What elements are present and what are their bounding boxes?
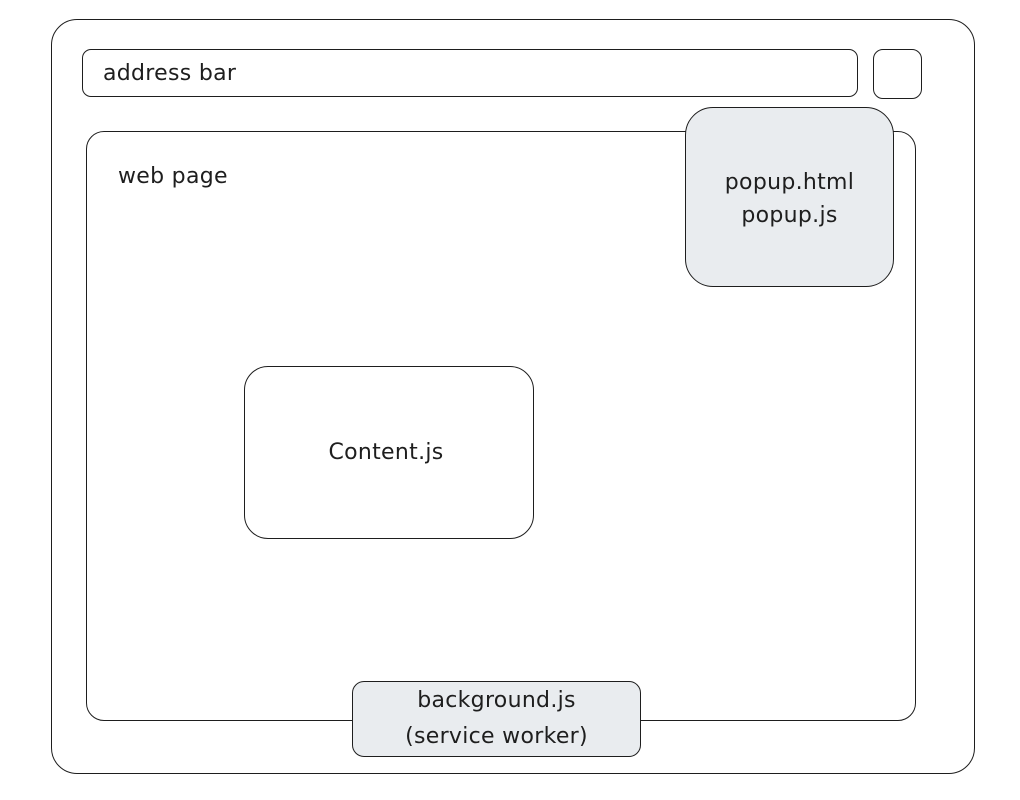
background-js-label: background.js — [417, 688, 576, 713]
address-bar-label: address bar — [103, 60, 237, 86]
popup-html-label: popup.html — [724, 170, 855, 195]
popup-js-label: popup.js — [741, 203, 838, 228]
background-worker-box: background.js (service worker) — [352, 681, 641, 757]
extension-button — [873, 49, 922, 99]
browser-window — [51, 19, 975, 774]
popup-box: popup.html popup.js — [685, 107, 894, 287]
web-page-label: web page — [118, 164, 228, 189]
service-worker-label: (service worker) — [405, 724, 588, 749]
content-script-label: Content.js — [328, 440, 444, 465]
content-script-box: Content.js — [244, 366, 534, 539]
address-bar: address bar — [82, 49, 858, 97]
